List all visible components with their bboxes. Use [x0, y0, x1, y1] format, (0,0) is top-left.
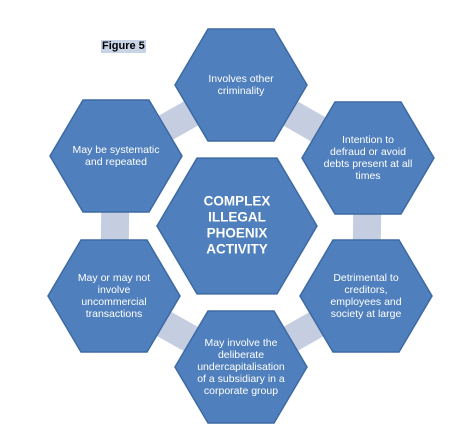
hexagon-shape-upper-right: [301, 101, 435, 215]
hexagon-upper-right-line-0: Intention to: [342, 134, 394, 146]
hexagon-lower-right-line-2: employees and: [330, 296, 401, 308]
hexagon-shape-lower-left: [47, 239, 181, 353]
hexagon-bottom-line-3: of a subsidiary in a: [197, 373, 285, 385]
hexagon-lower-left-line-1: involve: [98, 284, 131, 296]
hexagon-lower-right-line-1: creditors,: [344, 284, 387, 296]
hexagon-lower-left-line-3: transactions: [86, 308, 143, 320]
hexagon-center-line-3: ACTIVITY: [206, 242, 268, 257]
hexagon-upper-left-line-1: and repeated: [85, 156, 147, 168]
hexagon-lower-left-line-2: uncommercial: [81, 296, 146, 308]
hexagon-center-line-0: COMPLEX: [204, 194, 271, 209]
hexagon-lower-left: May or may notinvolveuncommercialtransac…: [47, 239, 181, 353]
hexagon-top-line-0: Involves other: [208, 73, 274, 85]
hexagon-lower-left-line-0: May or may not: [78, 272, 150, 284]
hexagon-lower-right-line-0: Detrimental to: [333, 272, 399, 284]
hexagon-lower-right-line-3: society at large: [331, 308, 402, 320]
connector-upper-right: [352, 204, 382, 250]
hexagon-shape-upper-left: [49, 99, 183, 213]
hexagon-bottom-line-0: May involve the: [205, 337, 278, 349]
hexagon-bottom-line-2: undercapitalisation: [197, 361, 285, 373]
hexagon-bottom-line-1: deliberate: [218, 349, 264, 361]
hexagon-center-line-2: PHOENIX: [207, 226, 268, 241]
hexagon-shape-top: [174, 28, 308, 142]
hexagon-bottom-line-4: corporate group: [204, 385, 278, 397]
hexagon-upper-left-line-0: May be systematic: [73, 144, 160, 156]
hexagon-upper-right-line-3: times: [355, 170, 380, 182]
hexagon-center-line-1: ILLEGAL: [208, 210, 266, 225]
hexagon-shape-center: [156, 157, 318, 295]
figure-label: Figure 5: [101, 40, 146, 53]
hexagon-upper-right-line-1: defraud or avoid: [330, 146, 406, 158]
hexagon-upper-right-line-2: debts present at all: [324, 158, 413, 170]
hexagon-shape-lower-right: [299, 239, 433, 353]
hexagon-top-line-1: criminality: [218, 85, 265, 97]
hexagon-shape-bottom: [174, 310, 308, 424]
connector-lower-left: [100, 203, 130, 249]
hexagon-bottom: May involve thedeliberateundercapitalisa…: [174, 310, 308, 424]
